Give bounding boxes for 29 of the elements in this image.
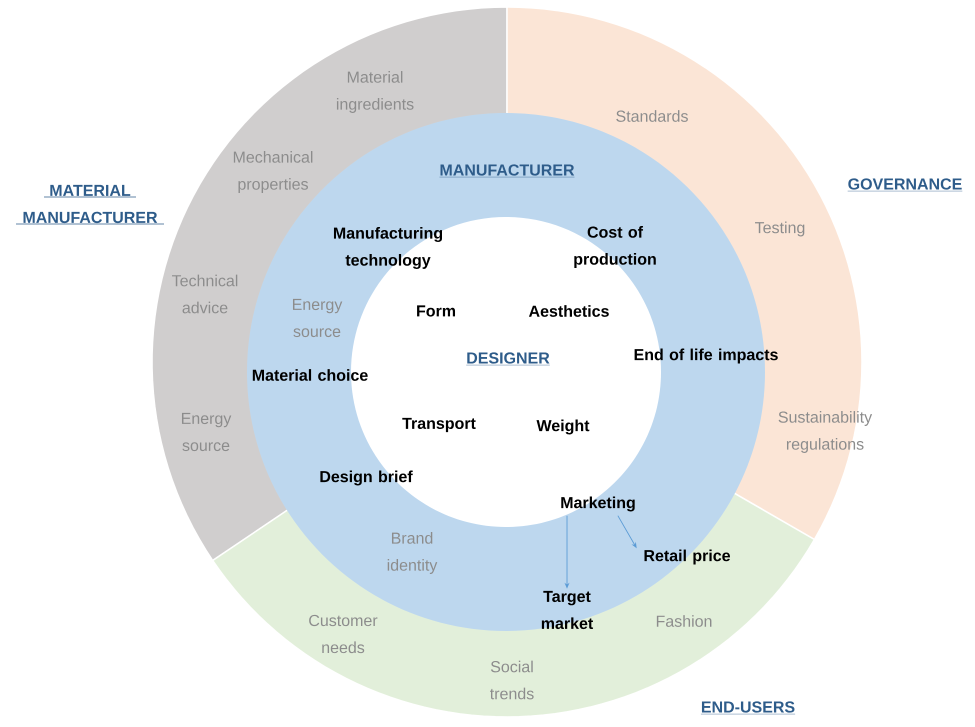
heading: END-USERS [700, 701, 796, 714]
factor-label: End of life impacts [634, 348, 778, 364]
factor-label: Customer needs [309, 614, 378, 654]
factor-label: Retail price [644, 550, 730, 564]
factor-label: Weight [536, 420, 590, 434]
heading: MATERIAL MANUFACTURER [16, 184, 164, 224]
heading: MANUFACTURER [439, 164, 575, 178]
factor-label: Testing [755, 222, 804, 236]
factor-label: Material ingredients [336, 71, 414, 113]
factor-label: Standards [616, 110, 688, 122]
heading: DESIGNER [466, 352, 550, 366]
factor-label: Manufacturing technology [334, 227, 442, 269]
factor-label: Brand identity [388, 532, 438, 574]
factor-label: Fashion [656, 615, 712, 627]
factor-label: Marketing [561, 496, 635, 512]
factor-label: Transport [402, 418, 476, 432]
factor-label: Energy source [292, 298, 342, 338]
factor-label: Cost of production [574, 226, 656, 268]
factor-label: Social trends [490, 660, 534, 700]
factor-label: Technical advice [172, 274, 238, 314]
factor-label: Target market [542, 590, 594, 630]
factor-label: Form [417, 305, 456, 317]
factor-label: Aesthetics [528, 305, 609, 317]
factor-label: Design brief [320, 470, 413, 486]
factor-label: Material choice [252, 369, 368, 381]
factor-label: Mechanical properties [234, 151, 312, 193]
factor-label: Sustainability regulations [778, 411, 872, 453]
factor-label: Energy source [182, 412, 232, 452]
heading: GOVERNANCE [847, 178, 963, 192]
